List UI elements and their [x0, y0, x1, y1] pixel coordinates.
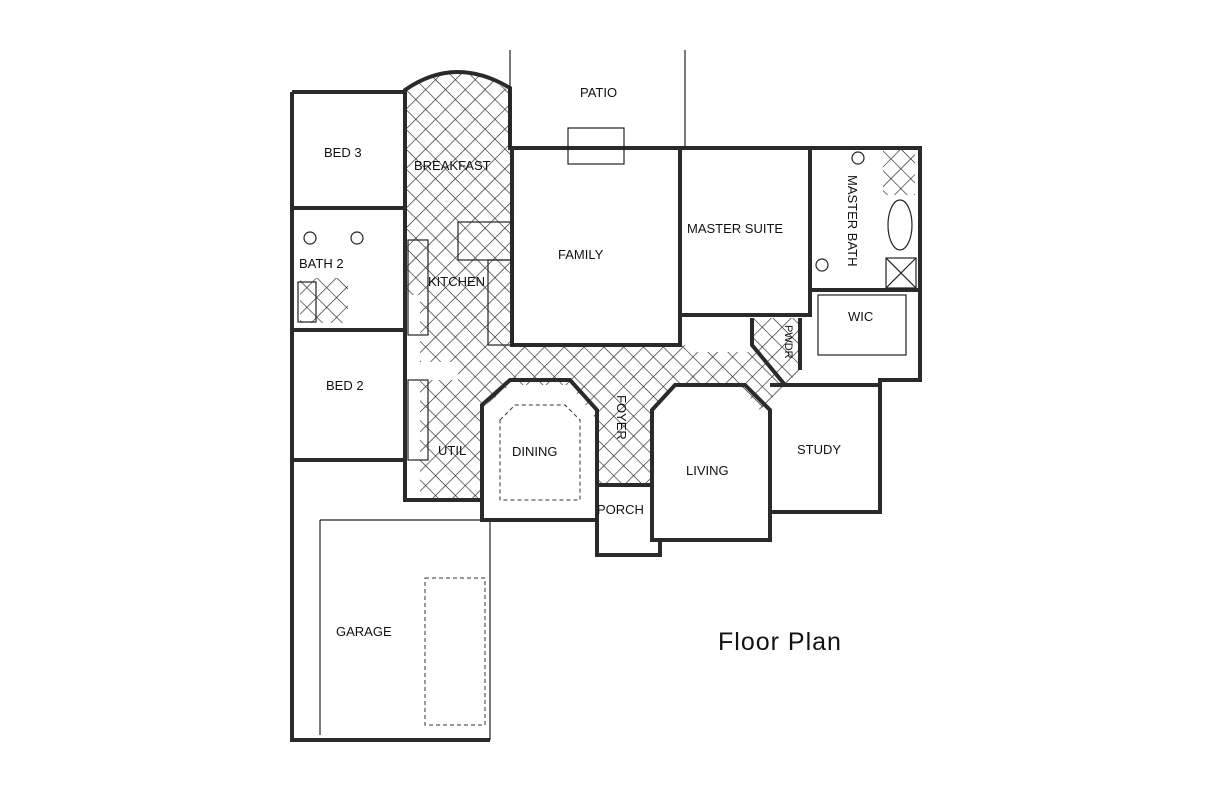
room-label-bath2: BATH 2	[299, 256, 344, 271]
room-label-family: FAMILY	[558, 247, 604, 262]
room-label-pwdr: PWDR	[782, 325, 794, 359]
room-label-master-suite: MASTER SUITE	[687, 221, 783, 236]
room-label-util: UTIL	[438, 443, 466, 458]
room-label-master-bath: MASTER BATH	[845, 175, 860, 267]
room-label-breakfast: BREAKFAST	[414, 158, 491, 173]
room-label-garage: GARAGE	[336, 624, 392, 639]
room-label-bed2: BED 2	[326, 378, 364, 393]
tile-floor-areas	[300, 72, 915, 500]
room-label-living: LIVING	[686, 463, 729, 478]
plan-title: Floor Plan	[718, 628, 842, 656]
room-label-foyer: FOYER	[614, 395, 629, 440]
room-label-dining: DINING	[512, 444, 558, 459]
room-label-porch: PORCH	[597, 502, 644, 517]
room-label-wic: WIC	[848, 309, 873, 324]
room-label-bed3: BED 3	[324, 145, 362, 160]
room-label-kitchen: KITCHEN	[428, 274, 485, 289]
walls	[290, 50, 922, 742]
room-label-study: STUDY	[797, 442, 841, 457]
room-label-patio: PATIO	[580, 85, 617, 100]
